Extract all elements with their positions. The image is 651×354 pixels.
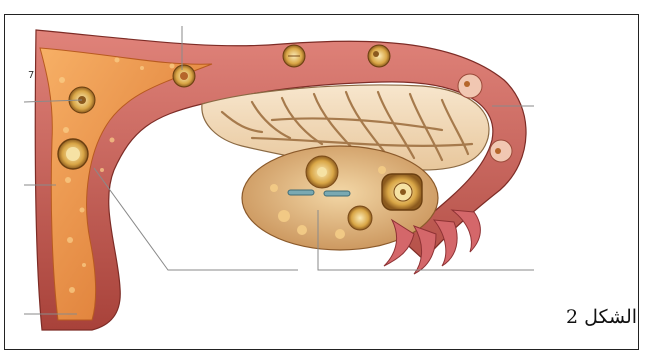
marker-label: 7 (28, 70, 34, 81)
anatomical-illustration: 7 (22, 20, 542, 335)
figure-caption: الشكل 2 (566, 306, 637, 328)
top-edge-fragment (0, 0, 651, 10)
